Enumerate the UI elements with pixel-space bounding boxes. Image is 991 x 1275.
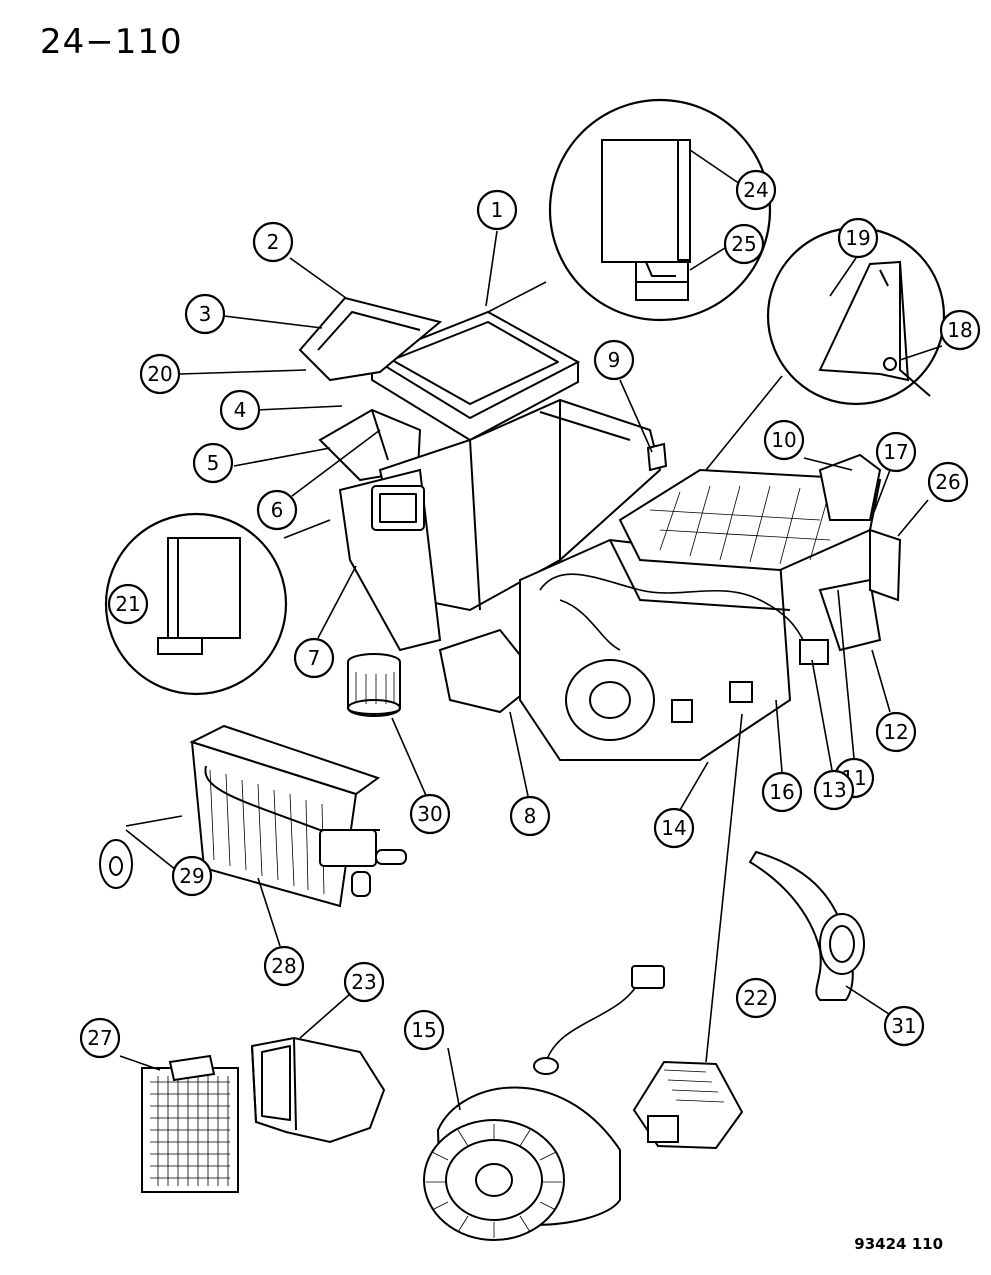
callout-16: 16 bbox=[761, 771, 803, 813]
callout-18: 18 bbox=[939, 309, 981, 351]
hvac-housing-assembly bbox=[298, 296, 902, 761]
svg-text:31: 31 bbox=[891, 1014, 916, 1038]
temperature-sensor-part bbox=[99, 815, 183, 889]
heater-core-part bbox=[141, 1054, 239, 1193]
callout-17: 17 bbox=[875, 431, 917, 473]
callout-2: 2 bbox=[252, 221, 294, 263]
svg-text:14: 14 bbox=[661, 816, 686, 840]
callout-22: 22 bbox=[735, 977, 777, 1019]
blower-resistor-part bbox=[632, 1060, 744, 1150]
svg-text:20: 20 bbox=[147, 362, 172, 386]
callout-28: 28 bbox=[263, 945, 305, 987]
callout-12: 12 bbox=[875, 711, 917, 753]
svg-text:6: 6 bbox=[271, 498, 284, 522]
svg-text:27: 27 bbox=[87, 1026, 112, 1050]
svg-text:19: 19 bbox=[845, 226, 870, 250]
callout-1: 1 bbox=[476, 189, 518, 231]
callout-25: 25 bbox=[723, 223, 765, 265]
svg-text:21: 21 bbox=[115, 592, 140, 616]
callout-19: 19 bbox=[837, 217, 879, 259]
callout-26: 26 bbox=[927, 461, 969, 503]
callout-7: 7 bbox=[293, 637, 335, 679]
svg-text:16: 16 bbox=[769, 780, 794, 804]
leader-lines bbox=[119, 149, 943, 1111]
svg-text:2: 2 bbox=[267, 230, 280, 254]
svg-text:7: 7 bbox=[308, 646, 321, 670]
svg-text:29: 29 bbox=[179, 864, 204, 888]
blower-motor-part bbox=[423, 965, 665, 1241]
callout-20: 20 bbox=[139, 353, 181, 395]
svg-text:8: 8 bbox=[524, 804, 537, 828]
svg-text:24: 24 bbox=[743, 178, 768, 202]
callout-24: 24 bbox=[735, 169, 777, 211]
callout-13: 13 bbox=[813, 769, 855, 811]
svg-text:23: 23 bbox=[351, 970, 376, 994]
svg-text:13: 13 bbox=[821, 778, 846, 802]
callout-4: 4 bbox=[219, 389, 261, 431]
detail-circle-actuator-module bbox=[548, 98, 772, 322]
filter-ring-part bbox=[347, 653, 401, 717]
callout-21: 21 bbox=[107, 583, 149, 625]
svg-text:28: 28 bbox=[271, 954, 296, 978]
svg-text:10: 10 bbox=[771, 428, 796, 452]
svg-text:15: 15 bbox=[411, 1018, 436, 1042]
callout-5: 5 bbox=[192, 442, 234, 484]
callout-27: 27 bbox=[79, 1017, 121, 1059]
callout-23: 23 bbox=[343, 961, 385, 1003]
svg-text:12: 12 bbox=[883, 720, 908, 744]
callout-15: 15 bbox=[403, 1009, 445, 1051]
svg-text:5: 5 bbox=[207, 451, 220, 475]
callout-31: 31 bbox=[883, 1005, 925, 1047]
floor-duct-part bbox=[748, 850, 865, 1001]
callout-29: 29 bbox=[171, 855, 213, 897]
page-title: 24−110 bbox=[40, 22, 183, 62]
callout-3: 3 bbox=[184, 293, 226, 335]
figure-code: 93424 110 bbox=[854, 1235, 943, 1253]
callout-10: 10 bbox=[763, 419, 805, 461]
svg-text:17: 17 bbox=[883, 440, 908, 464]
svg-text:18: 18 bbox=[947, 318, 972, 342]
evaporator-core-part bbox=[189, 724, 407, 908]
svg-text:25: 25 bbox=[731, 232, 756, 256]
svg-text:9: 9 bbox=[608, 348, 621, 372]
svg-text:4: 4 bbox=[234, 398, 247, 422]
callout-30: 30 bbox=[409, 793, 451, 835]
callout-9: 9 bbox=[593, 339, 635, 381]
svg-text:1: 1 bbox=[491, 198, 504, 222]
callout-14: 14 bbox=[653, 807, 695, 849]
air-duct-part bbox=[250, 1036, 386, 1144]
callout-8: 8 bbox=[509, 795, 551, 837]
detail-circle-sensor-module bbox=[104, 512, 288, 696]
svg-text:26: 26 bbox=[935, 470, 960, 494]
svg-text:22: 22 bbox=[743, 986, 768, 1010]
svg-text:30: 30 bbox=[417, 802, 442, 826]
svg-text:3: 3 bbox=[199, 302, 212, 326]
callout-6: 6 bbox=[256, 489, 298, 531]
